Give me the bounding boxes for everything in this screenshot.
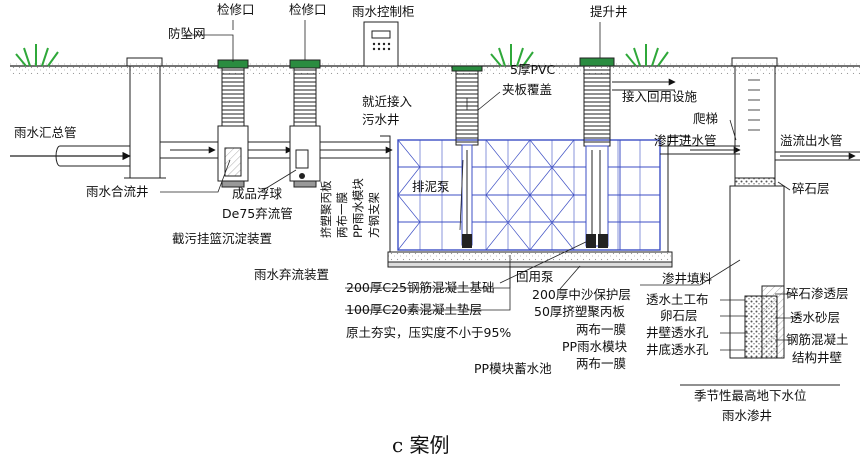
label-fangzhuiwang: 防坠网 — [168, 26, 206, 41]
inlet-pipe — [10, 145, 131, 167]
label-infiltration-well: 雨水渗井 — [722, 408, 772, 423]
infiltration-inlet-pipe — [660, 145, 741, 155]
label-ladder: 爬梯 — [693, 111, 718, 126]
label-structural-wall: 结构井壁 — [792, 350, 842, 365]
infiltration-well — [729, 57, 785, 359]
label-de75-pipe: De75弃流管 — [222, 206, 293, 221]
label-reinforced-concrete: 钢筋混凝土 — [786, 332, 849, 347]
label-permeable-sand: 透水砂层 — [790, 310, 840, 325]
label-c25-foundation: 200厚C25钢筋混凝土基础 — [346, 280, 495, 295]
label-sediment-basket: 截污挂篮沉淀装置 — [172, 231, 272, 246]
right-chamber — [619, 139, 661, 251]
label-pp-storage-tank: PP模块蓄水池 — [474, 361, 552, 376]
label-bottom-holes: 井底透水孔 — [646, 342, 709, 357]
label-vertical-1: 挤塑聚丙板 — [319, 180, 333, 238]
label-two-cloth-one-film-1: 两布一膜 — [576, 322, 626, 337]
reuse-outlet-arrow — [612, 78, 676, 91]
label-infiltration-inlet: 渗井进水管 — [654, 133, 717, 148]
main-pipe — [160, 141, 393, 159]
label-well-filler: 渗井填料 — [662, 271, 713, 286]
label-gravel-permeable: 碎石渗透层 — [786, 286, 849, 301]
combined-manhole — [124, 57, 166, 179]
label-pebble-layer: 卵石层 — [660, 308, 698, 323]
label-control-cabinet: 雨水控制柜 — [352, 4, 415, 19]
diagram-labels: 防坠网 检修口 检修口 雨水控制柜 提升井 雨水汇总管 雨水合流井 成品浮球 D… — [14, 2, 849, 457]
label-pvc-cover-2: 夹板覆盖 — [502, 82, 552, 97]
label-two-cloth-one-film-2: 两布一膜 — [576, 356, 626, 371]
label-compacted-soil: 原土夯实，压实度不小于95% — [346, 325, 511, 340]
label-vertical-2: 两布一膜 — [335, 192, 349, 238]
label-groundwater-level: 季节性最高地下水位 — [694, 388, 807, 403]
label-pp-module: PP雨水模块 — [562, 339, 628, 354]
label-lift-well: 提升井 — [590, 4, 628, 19]
leader-lines — [160, 20, 800, 351]
label-vertical-3: PP雨水模块 — [351, 178, 365, 238]
label-geotextile: 透水土工布 — [646, 292, 709, 307]
label-nearby-connect: 就近接入 — [362, 94, 413, 109]
label-overflow-pipe: 溢流出水管 — [780, 133, 843, 148]
label-sewage-well: 污水井 — [362, 112, 400, 127]
label-vertical-4: 方钢支架 — [367, 192, 381, 238]
sediment-basket-device — [217, 59, 249, 188]
label-combined-manhole: 雨水合流井 — [86, 184, 149, 199]
label-sand-protection: 200厚中沙保护层 — [532, 287, 631, 302]
lift-well-shaft — [579, 57, 615, 248]
diversion-device — [289, 59, 321, 188]
label-inlet-main-pipe: 雨水汇总管 — [14, 125, 77, 140]
label-diversion-device: 雨水弃流装置 — [254, 267, 329, 282]
label-float-ball: 成品浮球 — [232, 186, 283, 201]
overflow-pipe — [775, 151, 860, 161]
label-c20-cushion: 100厚C20素混凝土垫层 — [346, 302, 482, 317]
tank-excavation — [380, 135, 690, 268]
grass-icons — [15, 44, 669, 67]
label-pvc-cover-1: 5厚PVC — [510, 62, 556, 77]
label-xps-board: 50厚挤塑聚丙板 — [534, 304, 625, 319]
label-jianxiukou-2: 检修口 — [289, 2, 327, 17]
control-cabinet — [363, 21, 399, 67]
sewage-shaft — [451, 65, 483, 248]
caption: c 案例 — [392, 433, 450, 457]
label-jianxiukou-1: 检修口 — [217, 2, 255, 17]
label-gravel-layer: 碎石层 — [792, 181, 830, 196]
label-sludge-pump: 排泥泵 — [412, 179, 450, 194]
label-reuse-pump: 回用泵 — [516, 269, 554, 284]
label-reuse-connect: 接入回用设施 — [622, 89, 698, 104]
label-wall-holes: 井壁透水孔 — [646, 325, 709, 340]
